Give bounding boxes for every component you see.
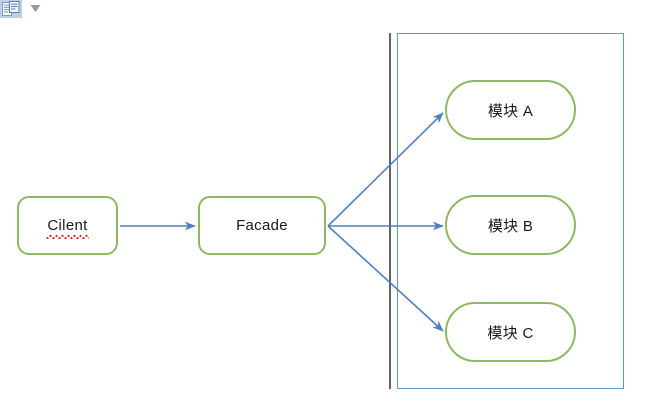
chevron-down-icon[interactable] <box>30 4 41 14</box>
node-facade[interactable]: Facade <box>198 196 326 255</box>
paste-clipboard-icon <box>2 1 20 16</box>
subsystem-boundary-line <box>389 33 391 389</box>
node-module-b[interactable]: 模块 B <box>445 195 576 255</box>
node-module-c[interactable]: 模块 C <box>445 302 576 362</box>
node-module-a-label: 模块 A <box>487 102 534 120</box>
paste-button[interactable] <box>0 0 22 18</box>
node-client[interactable]: Cilent <box>17 196 118 255</box>
node-client-label: Cilent <box>46 217 89 239</box>
paste-options-smart-tag[interactable] <box>0 0 52 18</box>
node-facade-label: Facade <box>236 217 288 234</box>
node-module-c-label: 模块 C <box>487 324 534 342</box>
node-module-a[interactable]: 模块 A <box>445 80 576 140</box>
node-module-b-label: 模块 B <box>487 217 534 235</box>
